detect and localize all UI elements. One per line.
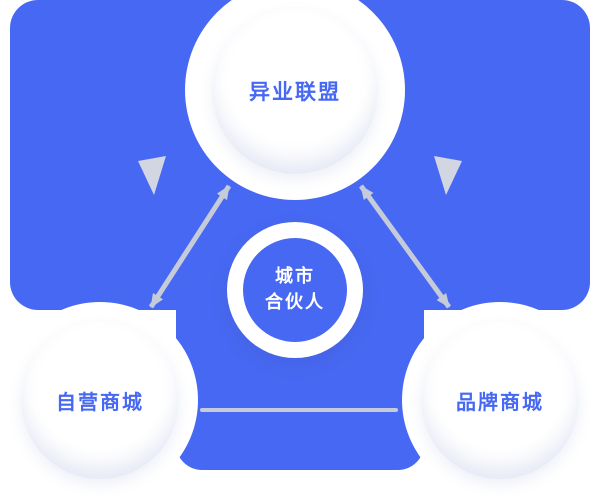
center-node-label-line2: 合伙人 — [265, 292, 325, 313]
node-bottom-right-label: 品牌商城 — [456, 389, 544, 414]
decor-triangle-left — [138, 156, 166, 195]
center-node-outer-ring: 城市 合伙人 — [227, 222, 363, 358]
node-top-circle: 异业联盟 — [212, 8, 378, 174]
node-bottom-left-label: 自营商城 — [56, 389, 144, 414]
node-bottom-left-circle: 自营商城 — [21, 321, 179, 479]
center-node-circle: 城市 合伙人 — [243, 238, 347, 342]
node-top-label: 异业联盟 — [249, 80, 341, 104]
double-arrow-left — [148, 184, 232, 309]
center-node-label-line1: 城市 — [275, 265, 315, 287]
decor-triangle-right — [434, 156, 462, 195]
double-arrow-right — [358, 184, 452, 309]
node-bottom-right-circle: 品牌商城 — [421, 321, 579, 479]
